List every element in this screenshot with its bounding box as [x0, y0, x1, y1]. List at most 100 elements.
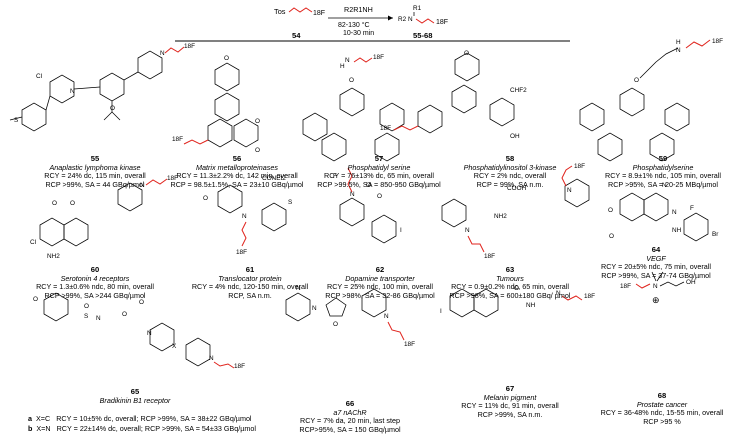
f18-chain-57 — [353, 57, 373, 63]
caption-68: 68 Prostate cancer RCY = 36-48% ndc, 15-… — [600, 391, 724, 426]
svg-text:S: S — [288, 199, 292, 206]
svg-text:S: S — [14, 117, 18, 124]
benzimidazole — [489, 97, 515, 127]
svg-text:N: N — [384, 313, 389, 320]
f18-chain-56 — [183, 139, 209, 145]
svg-text:O: O — [122, 311, 127, 318]
svg-text:N: N — [96, 315, 101, 322]
svg-text:COOH: COOH — [507, 185, 527, 192]
phenyl-ring-right — [99, 72, 125, 102]
f18-chain-66 — [387, 321, 405, 341]
svg-text:N: N — [672, 209, 677, 216]
indole-benzene — [217, 184, 243, 214]
product-n: N — [408, 16, 413, 23]
svg-text:NH: NH — [672, 227, 682, 234]
caption-56: 56 Matrix metalloproteinases RCY = 11.3±… — [170, 154, 304, 189]
structure-61: O N S CONEt2 18F — [203, 175, 292, 256]
structure-67: I O NH N 18F — [440, 285, 595, 318]
morpholine-ring — [454, 52, 480, 82]
svg-text:N: N — [567, 187, 572, 194]
svg-text:18F: 18F — [712, 38, 723, 45]
svg-text:I: I — [440, 308, 442, 315]
svg-text:F: F — [333, 173, 337, 180]
structure-66: N N O N 18F — [285, 285, 415, 348]
svg-text:O: O — [70, 200, 75, 207]
f18-chain-61 — [241, 221, 247, 247]
caption-58: 58 Phosphatidylinositol 3-kinase RCY = 2… — [463, 154, 557, 189]
piperidine-60 — [117, 182, 143, 212]
caption-61: 61 Translocator protein RCY = 4% ndc, 12… — [191, 265, 309, 300]
piperidine-x-ring — [149, 322, 175, 352]
caption-57: 57 Phosphatidyl serine RCY = 76±13% dc, … — [317, 154, 441, 189]
svg-text:18F: 18F — [380, 125, 391, 132]
phenoxy-ring — [214, 62, 240, 92]
piperidine-ring — [137, 50, 163, 80]
svg-text:18F: 18F — [236, 249, 247, 256]
svg-text:O: O — [634, 77, 639, 84]
svg-text:N: N — [242, 213, 247, 220]
svg-text:N: N — [147, 330, 152, 337]
structure-59: O N H 18F — [579, 38, 723, 162]
benzodioxane-ring — [39, 217, 65, 247]
product-f18: 18F — [436, 19, 448, 26]
svg-text:N: N — [350, 191, 355, 198]
svg-text:N: N — [312, 305, 317, 312]
svg-text:OH: OH — [686, 279, 696, 286]
caption-67: 67 Melanin pigment RCY = 11% dc, 91 min,… — [461, 384, 559, 419]
pyridine-4 — [374, 132, 400, 162]
structure-60: O O Cl NH2 N 18F — [30, 175, 178, 260]
pyridine-b — [597, 132, 623, 162]
svg-text:N: N — [140, 182, 145, 189]
svg-text:NH2: NH2 — [47, 253, 60, 260]
svg-text:18F: 18F — [484, 253, 495, 260]
caption-59: 59 Phosphatidylserine RCY = 8.9±1% ndc, … — [605, 154, 721, 189]
pyridine-c — [664, 102, 690, 132]
caption-60: 60 Serotonin 4 receptors RCY = 1.3±0.6% … — [36, 265, 154, 300]
amine-reagent: R2R1NH — [344, 5, 373, 14]
svg-text:O: O — [366, 182, 371, 189]
phenyl-ring — [214, 92, 240, 122]
svg-text:Br: Br — [712, 231, 719, 238]
structure-58: O CHF2 OH 18F — [380, 50, 527, 140]
svg-text:O: O — [52, 200, 57, 207]
svg-text:O: O — [110, 105, 115, 112]
structure-63: N COOH NH2 18F — [441, 185, 527, 260]
svg-text:18F: 18F — [584, 293, 595, 300]
svg-text:O: O — [203, 195, 208, 202]
svg-text:CONEt2: CONEt2 — [262, 175, 286, 182]
caption-65-variant-b: b X=N RCY = 22±14% dc, overall; RCP >99%… — [28, 424, 256, 433]
svg-text:Cl: Cl — [30, 239, 36, 246]
svg-text:NH2: NH2 — [494, 213, 507, 220]
f18-chain-55 — [164, 46, 185, 54]
f18-chain-68 — [635, 283, 651, 289]
f18-chain-63 — [467, 235, 485, 253]
svg-text:⊕: ⊕ — [652, 295, 660, 305]
svg-text:F: F — [690, 205, 694, 212]
structure-65: O S O N O O N X N 18F — [33, 292, 245, 370]
f18-chain-59 — [685, 39, 711, 49]
product-r1: R1 — [413, 5, 422, 12]
reaction-arrowhead — [388, 15, 393, 21]
quinazoline-a — [619, 192, 645, 222]
svg-text:N: N — [160, 50, 165, 57]
structure-55: Cl N S O N 18F — [9, 43, 195, 132]
svg-text:O: O — [33, 296, 38, 303]
f18-chain-62 — [347, 167, 353, 193]
svg-text:18F: 18F — [574, 163, 585, 170]
indole-66 — [361, 288, 387, 318]
piperazine-ring-58 — [417, 104, 443, 134]
quinazoline-b — [643, 192, 669, 222]
caption-62: 62 Dopamine transporter RCY = 25% ndc, 1… — [325, 265, 435, 300]
ethyl-linker — [288, 7, 313, 13]
condition-temp: 82-130 °C — [338, 21, 370, 29]
svg-text:O: O — [84, 303, 89, 310]
svg-text:H: H — [340, 63, 345, 70]
svg-text:18F: 18F — [234, 363, 245, 370]
mesityl-ring — [43, 292, 69, 322]
phenyl-ring-left — [21, 102, 47, 132]
svg-text:I: I — [400, 227, 402, 234]
structure-56: O O O 18F — [172, 55, 260, 154]
svg-text:18F: 18F — [172, 136, 183, 143]
pyridine-1 — [302, 112, 328, 142]
caption-55: 55 Anaplastic lymphoma kinase RCY = 24% … — [44, 154, 146, 189]
